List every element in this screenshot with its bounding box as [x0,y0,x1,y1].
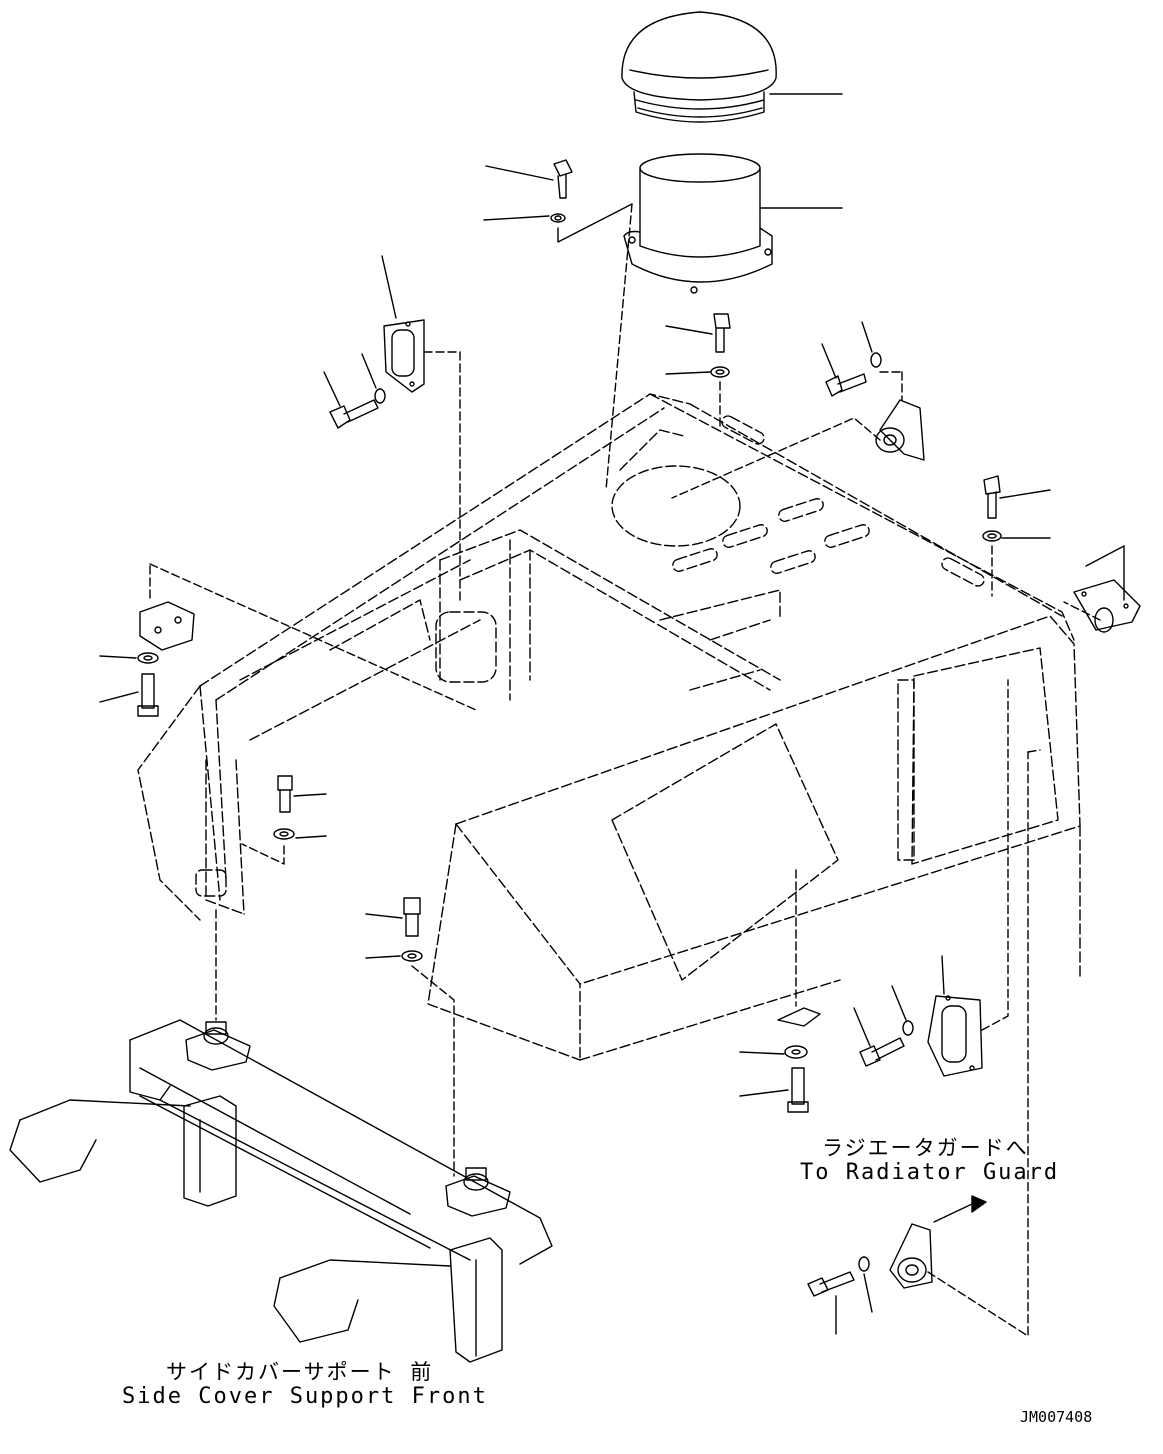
radiator-guard-label-en: To Radiator Guard [800,1160,1060,1185]
bolt-washer-group-3 [983,476,1050,596]
bolt-washer-group-2 [666,314,730,430]
engine-mount-lower-right [808,750,1040,1336]
side-cover-label-jp: サイドカバーサポート 前 [166,1360,434,1384]
engine-hood [428,616,1080,1060]
drawing-code: JM007408 [1020,1408,1093,1426]
side-cover-label-en: Side Cover Support Front [122,1384,488,1409]
revolving-frame [138,394,1074,920]
bolt-washer-group-1 [484,160,632,490]
bolt-washer-group-5 [740,870,820,1112]
engine-mount-upper-right [672,322,924,498]
side-cover-support [10,910,552,1362]
engine-mount-far-right [1064,546,1140,632]
air-cleaner-cap [622,12,842,122]
inspection-cover-left [324,256,460,600]
bolt-washer-group-6 [366,898,454,1176]
radiator-guard-label-jp: ラジエータガードへ [822,1136,1029,1160]
pre-cleaner-body [624,154,842,293]
inspection-cover-right [854,680,1008,1076]
bracket-left [100,564,476,716]
bolt-washer-group-4 [242,776,326,864]
